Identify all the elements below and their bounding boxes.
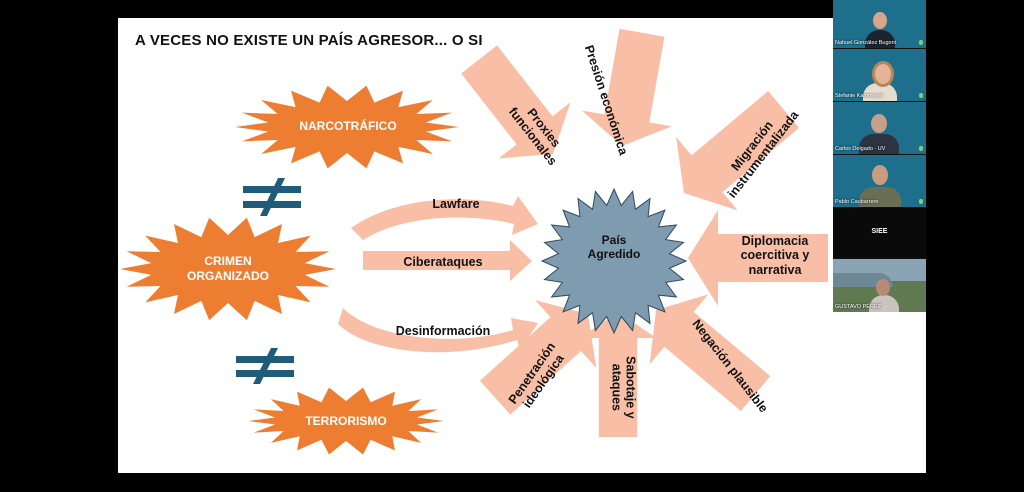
participants-panel: Nahuel González Bugoni Stefanie Kammeyer… xyxy=(833,0,926,312)
sabotaje-label: Sabotaje y ataques xyxy=(609,342,638,432)
avatar xyxy=(876,279,890,296)
pais-text: País xyxy=(601,233,627,247)
participant-name: Carlos Delgado - UV xyxy=(835,146,886,152)
narrativa-text: narrativa xyxy=(748,262,802,277)
desinformacion-arrow xyxy=(338,308,538,353)
mic-icon xyxy=(919,40,923,45)
terrorismo-text: TERRORISMO xyxy=(305,414,387,428)
ciberataques-label: Ciberataques xyxy=(403,255,483,269)
participant-tile[interactable]: Stefanie Kammeyer xyxy=(833,49,926,101)
presion-arrow xyxy=(581,28,672,146)
lawfare-label: Lawfare xyxy=(432,197,480,211)
avatar xyxy=(865,30,895,48)
narcotrafico-text: NARCOTRÁFICO xyxy=(299,119,397,133)
diplomacia-arrow xyxy=(688,210,828,306)
avatar xyxy=(872,165,888,185)
avatar xyxy=(863,83,897,101)
participant-tile[interactable]: SIEE xyxy=(833,208,926,258)
pais-agredido-starburst xyxy=(540,187,688,335)
terrorismo-label: TERRORISMO xyxy=(291,414,401,429)
crimen-organizado-burst xyxy=(120,217,336,321)
participant-tile[interactable]: Nahuel González Bugoni xyxy=(833,0,926,48)
participant-name: Nahuel González Bugoni xyxy=(835,40,896,46)
slide-title: A VECES NO EXISTE UN PAÍS AGRESOR... O S… xyxy=(135,32,483,49)
avatar xyxy=(859,187,901,207)
ciberataques-arrow xyxy=(363,240,532,281)
participant-name: Stefanie Kammeyer xyxy=(835,93,884,99)
coercitiva-text: coercitiva y xyxy=(740,248,810,263)
diagram-canvas xyxy=(120,28,828,455)
sabotaje-text: Sabotaje y xyxy=(623,356,638,419)
diplomacia-label: Diplomacia coercitiva y narrativa xyxy=(730,234,820,277)
participant-tile[interactable]: Carlos Delgado - UV xyxy=(833,102,926,154)
ataques-text: ataques xyxy=(609,363,623,411)
terrorismo-burst xyxy=(248,387,444,455)
avatar xyxy=(869,295,899,312)
participant-name: GUSTAVO PÉREZ xyxy=(835,304,881,310)
avatar xyxy=(872,61,894,87)
migracion-arrow xyxy=(676,91,800,211)
not-equal-icon xyxy=(243,178,301,216)
not-equal-icon xyxy=(236,348,294,384)
avatar xyxy=(871,114,887,133)
proxies-arrow xyxy=(461,45,571,159)
narcotrafico-label: NARCOTRÁFICO xyxy=(293,119,403,134)
avatar xyxy=(859,134,899,154)
crimen-organizado-label: CRIMEN ORGANIZADO xyxy=(173,254,283,284)
lawfare-arrow xyxy=(351,196,538,240)
participant-tile[interactable]: GUSTAVO PÉREZ xyxy=(833,259,926,312)
diplomacia-text: Diplomacia xyxy=(741,234,809,248)
crimen-text: CRIMEN xyxy=(204,254,252,268)
mic-icon xyxy=(919,93,923,98)
presentation-slide: A VECES NO EXISTE UN PAÍS AGRESOR... O S… xyxy=(118,18,926,473)
mic-icon xyxy=(919,199,923,204)
participant-tile[interactable]: Pablo Caubarrere xyxy=(833,155,926,207)
avatar xyxy=(873,12,887,29)
mic-icon xyxy=(919,146,923,151)
pais-agredido-label: País Agredido xyxy=(574,233,654,262)
negacion-arrow xyxy=(649,294,771,412)
narcotrafico-burst xyxy=(235,85,459,169)
agredido-text: Agredido xyxy=(587,246,641,261)
penetracion-arrow xyxy=(479,300,597,415)
participant-name: SIEE xyxy=(871,228,888,235)
organizado-text: ORGANIZADO xyxy=(187,269,269,283)
participant-name: Pablo Caubarrere xyxy=(835,199,879,205)
desinformacion-label: Desinformación xyxy=(395,324,491,338)
